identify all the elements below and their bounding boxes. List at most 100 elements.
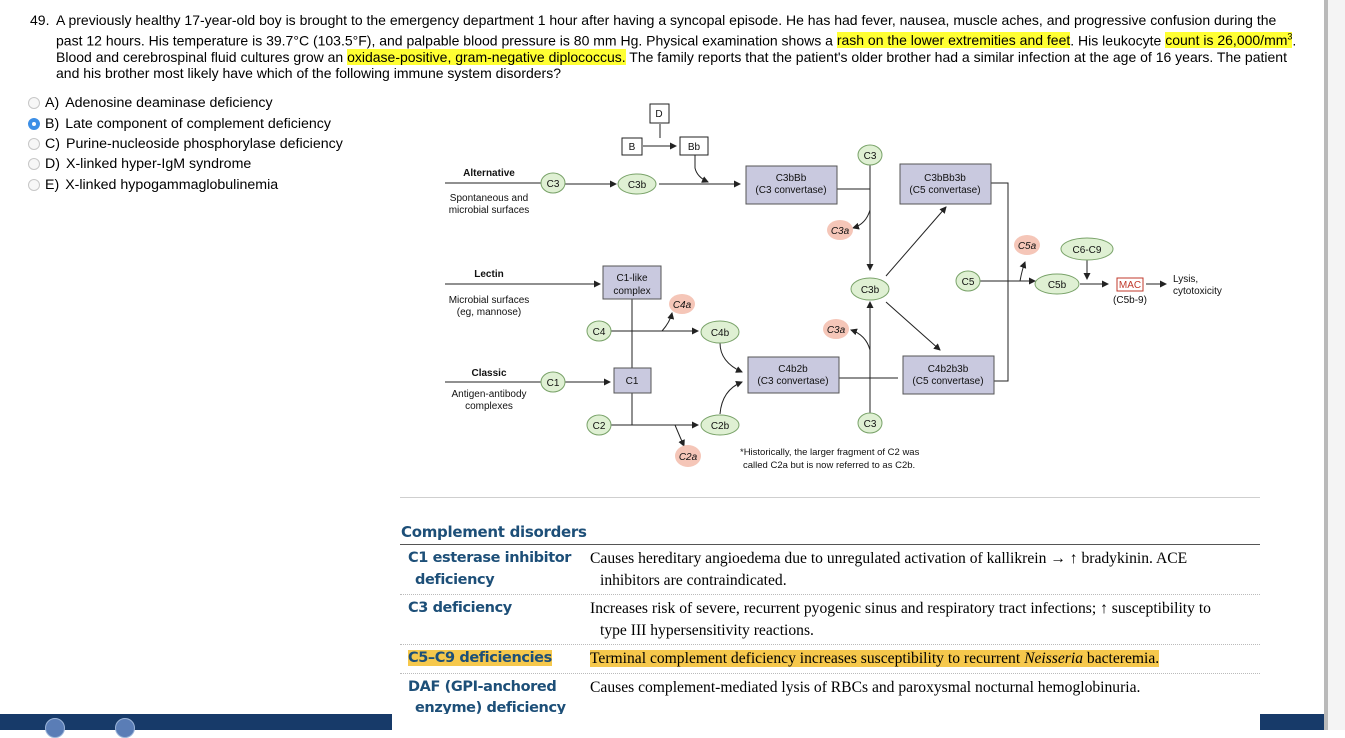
classic-title: Classic [471, 368, 506, 379]
node-c3-alt [540, 172, 566, 194]
node-c2b [700, 414, 740, 436]
radio-button[interactable] [28, 137, 40, 150]
question-segment: . Blood and cerebrospinal fluid cultures… [56, 32, 1297, 65]
svg-text:(C3 convertase): (C3 convertase) [755, 185, 826, 196]
answer-choice-d[interactable]: D)X-linked hyper-IgM syndrome [28, 154, 343, 174]
node-c4a [669, 294, 695, 314]
radio-button[interactable] [28, 158, 40, 171]
scrollbar[interactable] [1324, 0, 1328, 730]
node-c5a [1014, 235, 1040, 255]
question-stem: 49. A previously healthy 17-year-old boy… [30, 12, 1300, 82]
disorder-description: Terminal complement deficiency increases… [590, 650, 1160, 667]
table-row-highlighted: C5–C9 deficiencies Terminal complement d… [400, 644, 1260, 673]
svg-text:(C5b-9): (C5b-9) [1113, 295, 1147, 306]
node-c3b-alt [617, 173, 657, 195]
question-number: 49. [30, 12, 50, 28]
answer-text: Late component of complement deficiency [65, 115, 331, 132]
node-c3a-bottom [823, 319, 849, 339]
alternative-title: Alternative [463, 168, 515, 179]
box-c1 [613, 367, 652, 394]
lectin-subtitle: (eg, mannose) [457, 307, 521, 318]
svg-text:C3bBb3b: C3bBb3b [924, 173, 966, 184]
answer-choice-b[interactable]: B) Late component of complement deficienc… [28, 113, 343, 133]
node-c1-classic [540, 371, 566, 393]
classic-subtitle: complexes [465, 401, 513, 412]
classic-subtitle: Antigen-antibody [451, 389, 526, 400]
label-bb: Bb [688, 142, 701, 153]
next-icon[interactable] [115, 718, 135, 738]
label-d: D [655, 109, 662, 120]
box-c4b2b3b [902, 355, 995, 395]
answer-choice-c[interactable]: C) Purine-nucleoside phosphorylase defici… [28, 134, 343, 154]
lectin-title: Lectin [474, 269, 503, 280]
answer-text: Purine-nucleoside phosphorylase deficien… [65, 135, 343, 152]
svg-text:C3: C3 [547, 179, 560, 190]
svg-text:C3b: C3b [628, 180, 647, 191]
lectin-subtitle: Microbial surfaces [449, 295, 530, 306]
radio-button[interactable] [28, 178, 40, 191]
question-text: A previously healthy 17-year-old boy is … [56, 12, 1300, 82]
svg-text:Lysis,: Lysis, [1173, 274, 1198, 285]
highlight-diplococcus: oxidase-positive, gram-negative diplococ… [347, 48, 626, 65]
node-c3-bottom [857, 412, 883, 434]
node-c3a-top [827, 220, 853, 240]
disorder-description: Increases risk of severe, recurrent pyog… [590, 600, 1211, 639]
svg-text:C5b: C5b [1048, 280, 1067, 291]
svg-text:C5a: C5a [1018, 241, 1037, 252]
previous-icon[interactable] [45, 718, 65, 738]
answer-choice-e[interactable]: E)X-linked hypogammaglobulinemia [28, 175, 343, 195]
svg-text:C4b2b3b: C4b2b3b [928, 364, 969, 375]
svg-text:(C5 convertase): (C5 convertase) [912, 376, 983, 387]
alternative-subtitle: microbial surfaces [449, 205, 530, 216]
node-c2 [586, 414, 612, 436]
question-segment: . His leukocyte [1070, 32, 1166, 49]
answer-text: X-linked hypogammaglobulinemia [65, 176, 279, 193]
box-c3-convertase [745, 165, 838, 205]
answer-letter: C) [45, 135, 60, 152]
alternative-subtitle: Spontaneous and [450, 193, 528, 204]
question-segment: A previously healthy 17-year-old boy is … [56, 12, 1277, 49]
node-c4b [700, 320, 740, 344]
node-c2a [675, 445, 701, 467]
answer-letter: D) [45, 156, 60, 173]
box-b [621, 137, 643, 156]
svg-text:C4a: C4a [673, 300, 692, 311]
footnote: called C2a but is now referred to as C2b… [743, 460, 915, 471]
node-c6-c9 [1060, 237, 1114, 261]
svg-text:C4: C4 [593, 327, 606, 338]
node-c3-top [857, 144, 883, 166]
disorder-description: Causes complement-mediated lysis of RBCs… [590, 678, 1141, 696]
answer-text: Adenosine deaminase deficiency [65, 95, 273, 112]
label-mac: MAC [1119, 280, 1141, 291]
svg-text:C6-C9: C6-C9 [1073, 245, 1102, 256]
radio-button-selected[interactable] [28, 117, 40, 130]
box-mac [1116, 277, 1144, 292]
svg-text:(C5 convertase): (C5 convertase) [909, 185, 980, 196]
complement-disorders-title: Complement disorders [401, 523, 587, 541]
complement-pathway-diagram: Alternative Spontaneous and microbial su… [445, 103, 1222, 471]
divider [400, 497, 1260, 498]
svg-text:(C3 convertase): (C3 convertase) [757, 376, 828, 387]
answer-letter: B) [45, 115, 60, 132]
box-c1-like-complex [602, 265, 662, 300]
svg-text:C3a: C3a [831, 226, 850, 237]
highlight-leukocyte: count is 26,000/mm3 [1165, 31, 1293, 49]
svg-text:C4b: C4b [711, 328, 730, 339]
svg-text:C2a: C2a [679, 452, 698, 463]
answer-choice-a[interactable]: A)Adenosine deaminase deficiency [28, 93, 343, 113]
svg-text:cytotoxicity: cytotoxicity [1173, 286, 1222, 297]
svg-text:C3: C3 [864, 419, 877, 430]
svg-text:C2b: C2b [711, 421, 730, 432]
node-c3b-center [850, 277, 890, 301]
radio-button[interactable] [28, 97, 40, 110]
svg-text:C1: C1 [547, 378, 560, 389]
node-c4 [586, 320, 612, 342]
svg-text:C4b2b: C4b2b [778, 364, 808, 375]
svg-text:C1-like: C1-like [616, 273, 648, 284]
table-continuation [392, 714, 1260, 730]
disorder-name: C5–C9 deficiencies [408, 650, 552, 666]
